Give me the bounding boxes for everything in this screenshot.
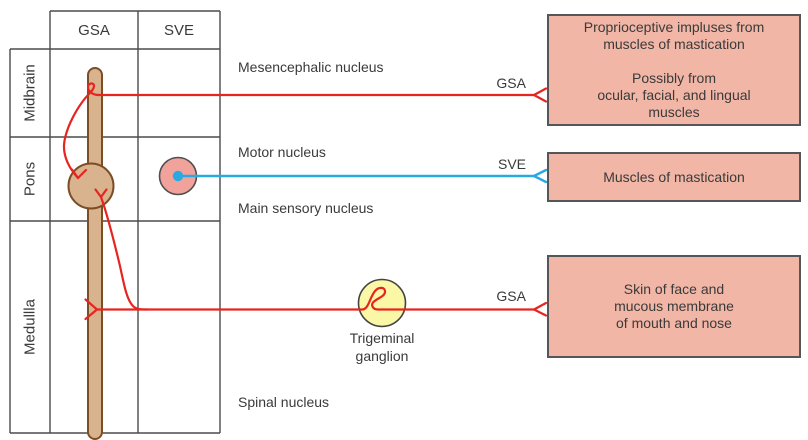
- target-box-skin-of-face: Skin of face and mucous membrane of mout…: [547, 255, 801, 358]
- brainstem-grid: [9, 10, 221, 434]
- box1-line4: Possibly from: [631, 70, 717, 86]
- box1-line3: [549, 53, 799, 70]
- gsa-descending-branch: [99, 195, 149, 311]
- motor-neuron-soma-dot: [172, 170, 184, 182]
- trigeminal-ganglion-circle: [357, 278, 407, 328]
- row-label-pons: Pons: [21, 161, 39, 197]
- gsa-sensory-line: [95, 286, 536, 311]
- sve-motor-pathway: [176, 168, 548, 184]
- label-gsa-sensory: GSA: [496, 288, 526, 304]
- label-gsa-mesencephalic: GSA: [496, 75, 526, 91]
- column-header-gsa: GSA: [78, 22, 110, 39]
- box1-line5: ocular, facial, and lingual: [597, 87, 751, 103]
- label-spinal-nucleus: Spinal nucleus: [238, 394, 330, 410]
- box1-line6: muscles: [648, 104, 700, 120]
- box2-line1: Muscles of mastication: [603, 168, 745, 185]
- label-trigeminal-ganglion: Trigeminal ganglion: [350, 329, 415, 365]
- gsa-mesencephalic-line: [62, 82, 536, 180]
- box1-line2: muscles of mastication: [603, 36, 745, 52]
- gsa-sensory-arrow: [532, 301, 548, 317]
- label-sve-motor: SVE: [497, 156, 526, 172]
- box3-line1: Skin of face and: [623, 281, 725, 297]
- label-main-sensory-nucleus: Main sensory nucleus: [238, 200, 374, 216]
- gsa-mesencephalic-terminal-fork: [70, 168, 88, 180]
- row-label-medulla: Medullla: [21, 299, 39, 355]
- box3-line2: mucous membrane: [614, 298, 734, 314]
- gsa-sensory-left-fork: [84, 298, 99, 321]
- trigeminal-ganglion-line1: Trigeminal: [349, 330, 415, 346]
- main-sensory-nucleus-bulge: [67, 162, 115, 210]
- gsa-mesencephalic-arrow: [532, 87, 548, 103]
- spinal-tract-bar: [87, 67, 103, 440]
- trigeminal-ganglion-line2: ganglion: [355, 348, 409, 364]
- column-header-sve: SVE: [163, 22, 194, 39]
- target-box-muscles-of-mastication: Muscles of mastication: [547, 152, 801, 202]
- gsa-pathways: [62, 82, 548, 321]
- label-mesencephalic-nucleus: Mesencephalic nucleus: [238, 59, 384, 75]
- gsa-descending-start-fork: [94, 188, 108, 199]
- box1-line1: Proprioceptive impluses from: [583, 19, 765, 35]
- sve-arrow-terminal: [532, 168, 548, 184]
- target-box-proprioceptive: Proprioceptive impluses from muscles of …: [547, 14, 801, 126]
- row-label-midbrain: Midbrain: [21, 64, 39, 122]
- label-motor-nucleus: Motor nucleus: [238, 144, 326, 160]
- box3-line3: of mouth and nose: [616, 315, 732, 331]
